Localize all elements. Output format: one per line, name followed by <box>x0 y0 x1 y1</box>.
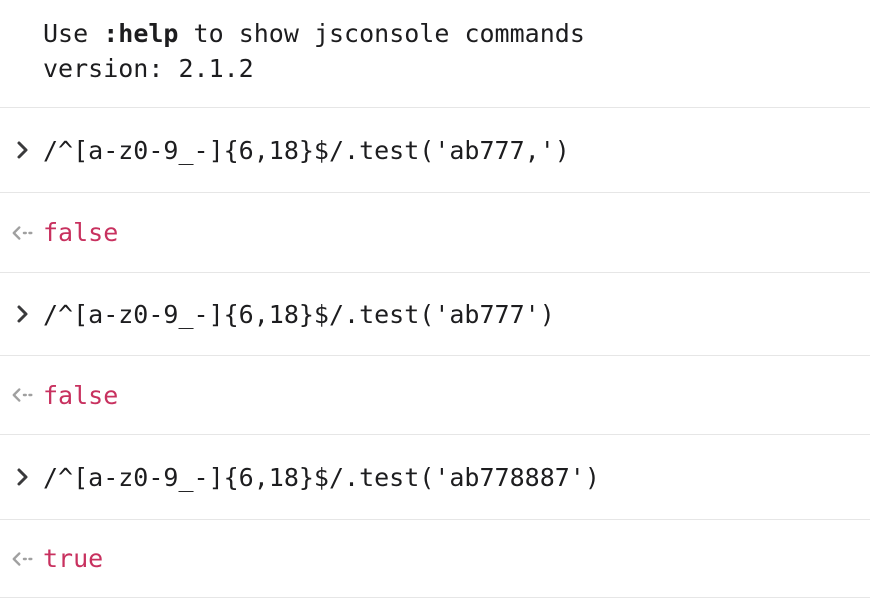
chevron-right-icon <box>11 465 35 489</box>
console-input-row[interactable]: /^[a-z0-9_-]{6,18}$/.test('ab777') <box>0 273 870 356</box>
console-input-code: /^[a-z0-9_-]{6,18}$/.test('ab778887') <box>43 462 600 492</box>
console-output-row: false <box>0 356 870 435</box>
return-arrow-icon <box>11 221 35 245</box>
console-input-code: /^[a-z0-9_-]{6,18}$/.test('ab777,') <box>43 135 570 165</box>
return-arrow-icon <box>11 547 35 571</box>
console-output-value: false <box>43 218 119 247</box>
console-output-row: true <box>0 520 870 598</box>
return-arrow-icon <box>11 383 35 407</box>
chevron-right-icon <box>11 138 35 162</box>
banner-help-line: Use :help to show jsconsole commands <box>43 16 870 51</box>
console-output-value: false <box>43 380 119 410</box>
version-line: version: 2.1.2 <box>43 54 254 83</box>
banner-help-prefix: Use <box>43 19 104 48</box>
chevron-right-icon <box>11 302 35 326</box>
console-input-code: /^[a-z0-9_-]{6,18}$/.test('ab777') <box>43 299 555 329</box>
help-command[interactable]: :help <box>103 19 179 48</box>
console-output-row: false <box>0 193 870 273</box>
console-output-value: true <box>43 544 104 573</box>
banner-help-suffix: to show jsconsole commands <box>178 19 585 48</box>
console-input-row[interactable]: /^[a-z0-9_-]{6,18}$/.test('ab777,') <box>0 108 870 193</box>
console-banner: Use :help to show jsconsole commands ver… <box>0 0 870 108</box>
console-input-row[interactable]: /^[a-z0-9_-]{6,18}$/.test('ab778887') <box>0 435 870 520</box>
